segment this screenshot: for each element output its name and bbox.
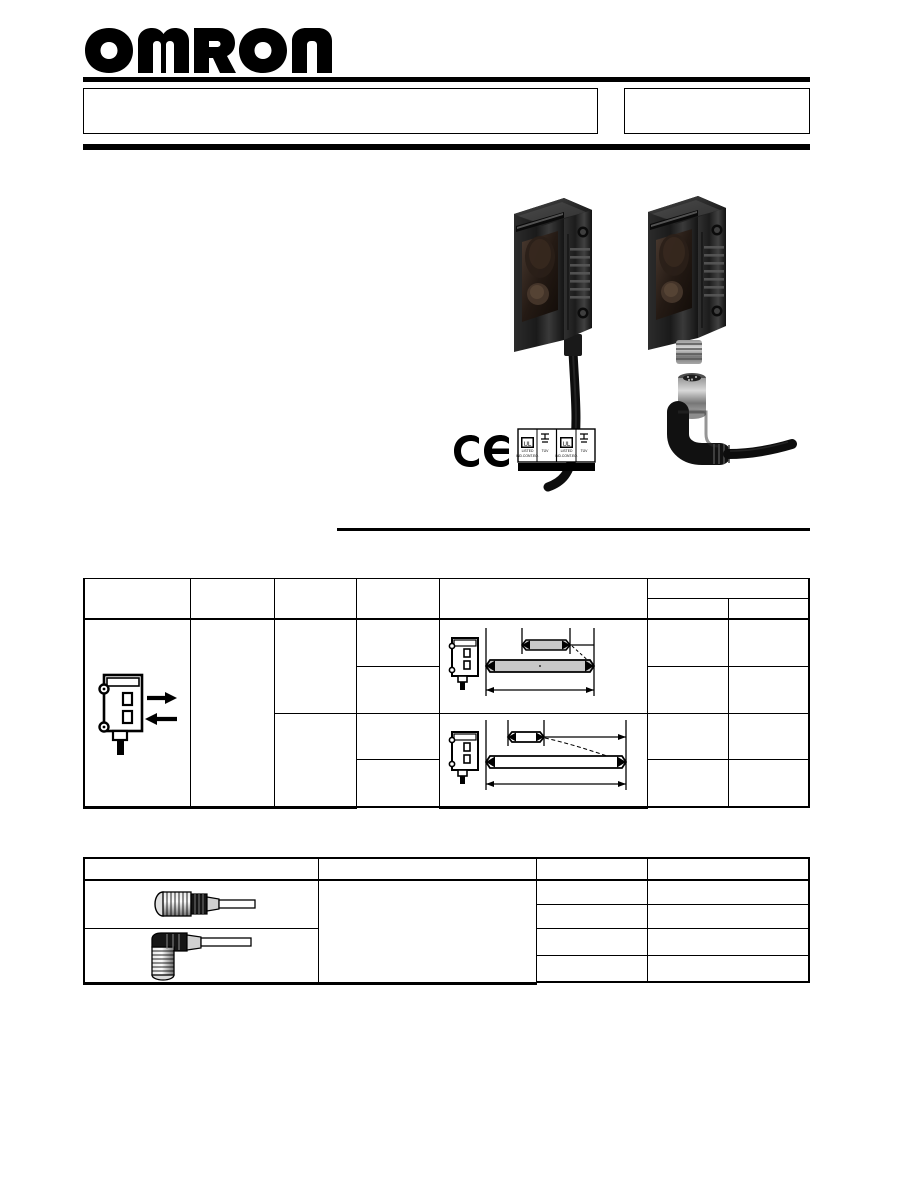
overall-dimension: [485, 781, 626, 787]
header-sensing-distance: [439, 578, 649, 619]
acc-header-description: [318, 857, 538, 881]
right-angle-connector-cable-icon: [150, 932, 252, 981]
bottom-rule-6: [648, 807, 729, 809]
straight-connector-cable-icon: [153, 891, 256, 917]
range-bar-upper: [506, 731, 545, 743]
cell-output-1: [355, 617, 441, 667]
acc-bottom-rule-1: [83, 982, 320, 985]
acc-bottom-rule-3: [537, 982, 648, 984]
emit-arrow: [146, 691, 177, 704]
acc-cell-rightangle-icon: [83, 927, 320, 983]
svg-text:TÜV: TÜV: [581, 449, 589, 453]
m12-male-thread: [676, 340, 702, 364]
svg-text:LISTED: LISTED: [522, 449, 534, 453]
svg-text:UL: UL: [524, 442, 532, 448]
ordering-information-table: [83, 578, 811, 809]
header-rule-top: [83, 77, 810, 82]
bottom-rule-4: [356, 807, 440, 809]
cell-output-3: [355, 713, 441, 760]
section-divider-rule: [337, 528, 810, 531]
certification-marks: UL UL LISTED LISTED TÜV TÜV IND.CONT.EQ.: [452, 425, 597, 485]
acc-cell-length-1: [536, 879, 648, 905]
header-rule-bottom: [83, 144, 810, 150]
cell-model-npn-3: [647, 713, 729, 760]
header-model-npn: [647, 598, 729, 619]
accessories-table: [83, 857, 810, 985]
bottom-rule-1: [83, 806, 192, 809]
sensor-prewired: [514, 198, 592, 492]
cell-output-4: [355, 759, 441, 808]
model-panel-text: [625, 89, 809, 101]
header-model-group: [647, 578, 811, 599]
acc-header-model: [647, 857, 810, 881]
cell-sensing-method-icon: [83, 617, 192, 807]
acc-cell-length-4: [536, 954, 648, 983]
range-bar-main: [484, 659, 595, 674]
cell-sensing-diagram-2: [439, 713, 649, 807]
overall-dimension: [485, 687, 594, 694]
bottom-rule-7: [728, 807, 809, 809]
acc-cell-length-3: [536, 927, 648, 956]
header-output-config: [355, 578, 441, 619]
diagram-sensor-icon: [448, 731, 479, 784]
bottom-rule-5: [439, 806, 649, 809]
acc-cell-straight-icon: [83, 879, 320, 929]
cell-model-pnp-1: [727, 617, 810, 667]
acc-cell-model-1: [647, 879, 810, 905]
acc-cell-model-4: [647, 954, 810, 983]
acc-cell-model-3: [647, 927, 810, 956]
diagram-sensor-icon: [448, 637, 479, 691]
retro-reflective-sensor-icon: [98, 673, 177, 755]
sensing-range-diagram-long: [448, 720, 627, 790]
cell-sensing-diagram-1: [439, 617, 649, 714]
acc-bottom-rule-2: [318, 982, 538, 985]
acc-header-cable-length: [536, 857, 648, 881]
cell-connection-2: [274, 713, 357, 807]
svg-text:IND.CONT.EQ.: IND.CONT.EQ.: [516, 454, 539, 458]
bottom-rule-2: [190, 806, 276, 809]
cell-output-2: [355, 666, 441, 714]
acc-cell-length-2: [536, 903, 648, 929]
acc-header-appearance: [83, 857, 320, 881]
ce-mark: [454, 435, 509, 467]
cell-appearance: [190, 617, 276, 807]
header-connection-method: [274, 578, 357, 619]
svg-text:LISTED: LISTED: [561, 449, 573, 453]
cell-model-pnp-3: [727, 713, 810, 760]
svg-text:IND.CONT.EQ.: IND.CONT.EQ.: [555, 454, 578, 458]
svg-text:UL: UL: [563, 442, 571, 448]
sensor-connector: [648, 196, 797, 465]
svg-text:TÜV: TÜV: [542, 449, 550, 453]
cell-model-npn-2: [647, 666, 729, 714]
title-panel-text: [84, 89, 597, 101]
header-appearance: [190, 578, 276, 619]
title-panel: [83, 88, 598, 134]
acc-cell-model-2: [647, 903, 810, 929]
model-panel: [624, 88, 810, 134]
header-sensing-method: [83, 578, 192, 619]
m12-female-connector: [667, 373, 797, 465]
cell-model-npn-4: [647, 759, 729, 808]
product-photo: [452, 182, 812, 492]
cell-connection-1: [274, 617, 357, 714]
approval-marks-block: UL UL LISTED LISTED TÜV TÜV IND.CONT.EQ.: [516, 428, 596, 471]
bottom-rule-3: [274, 806, 357, 809]
cell-model-pnp-4: [727, 759, 810, 808]
acc-bottom-rule-4: [648, 982, 810, 984]
cell-model-pnp-2: [727, 666, 810, 714]
header-model-pnp: [727, 598, 810, 619]
range-bar-main: [484, 755, 627, 769]
receive-arrow: [144, 712, 177, 725]
range-bar-upper: [520, 639, 571, 652]
acc-cell-description: [318, 879, 538, 983]
cell-model-npn-1: [647, 617, 729, 667]
sensing-range-diagram-short: [448, 628, 595, 697]
omron-logo: [83, 26, 343, 78]
